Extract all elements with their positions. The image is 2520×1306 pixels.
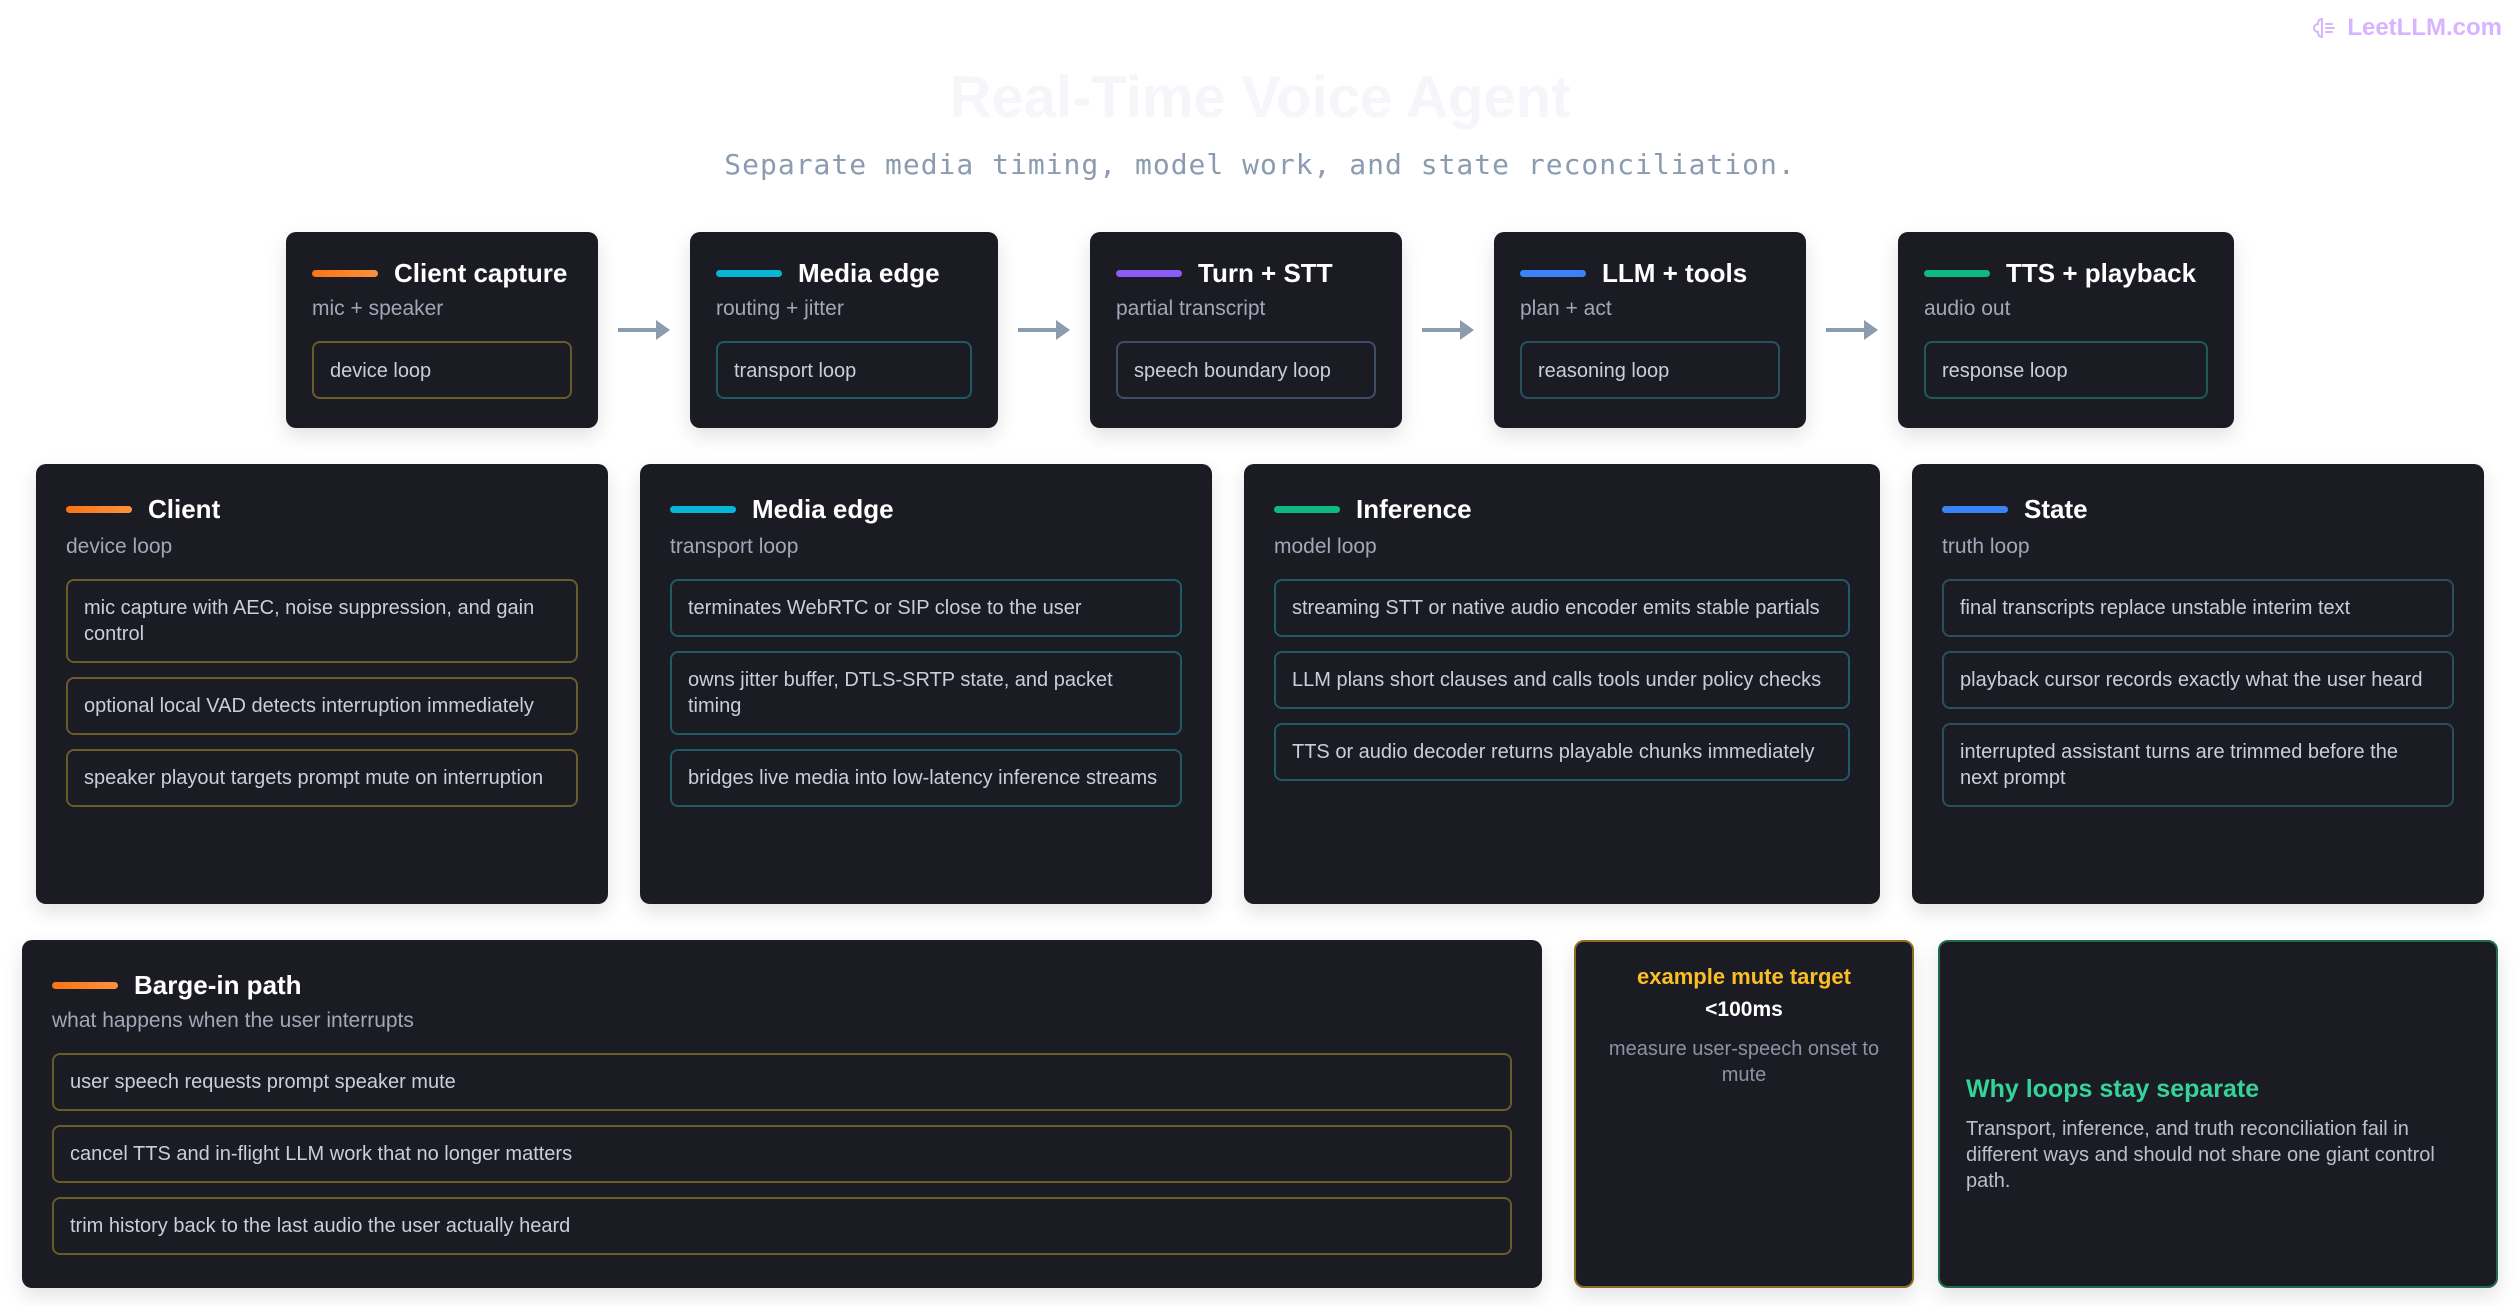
card-subtitle: device loop (66, 535, 173, 558)
loop-item: playback cursor records exactly what the… (1942, 651, 2454, 709)
loop-card-inference: Inference model loop streaming STT or na… (1244, 464, 1880, 904)
loop-item: LLM plans short clauses and calls tools … (1274, 651, 1850, 709)
loop-item: optional local VAD detects interruption … (66, 677, 578, 735)
barge-step: trim history back to the last audio the … (52, 1197, 1512, 1255)
accent-bar (312, 270, 378, 277)
accent-bar (52, 982, 118, 989)
target-label: example mute target (1637, 964, 1851, 989)
card-subtitle: mic + speaker (312, 297, 444, 320)
accent-bar (66, 506, 132, 513)
card-subtitle: audio out (1924, 297, 2011, 320)
card-title: Inference (1356, 494, 1472, 524)
loop-pill: transport loop (716, 341, 972, 399)
card-subtitle: plan + act (1520, 297, 1612, 320)
mute-target-card: example mute target <100ms measure user-… (1574, 940, 1914, 1288)
brand-text: LeetLLM.com (2347, 14, 2502, 41)
loop-pill: response loop (1924, 341, 2208, 399)
card-title: Barge-in path (134, 970, 302, 1000)
pipeline-card-turn-stt: Turn + STT partial transcript speech bou… (1090, 232, 1402, 428)
loop-item: final transcripts replace unstable inter… (1942, 579, 2454, 637)
arrow-right-icon (1018, 320, 1070, 340)
barge-step: user speech requests prompt speaker mute (52, 1053, 1512, 1111)
loop-item: bridges live media into low-latency infe… (670, 749, 1182, 807)
target-value: <100ms (1705, 998, 1783, 1021)
loop-item: interrupted assistant turns are trimmed … (1942, 723, 2454, 807)
loop-pill: device loop (312, 341, 572, 399)
pipeline-card-tts-playback: TTS + playback audio out response loop (1898, 232, 2234, 428)
loop-card-client: Client device loop mic capture with AEC,… (36, 464, 608, 904)
card-title: Media edge (752, 494, 894, 524)
loop-item: terminates WebRTC or SIP close to the us… (670, 579, 1182, 637)
barge-in-card: Barge-in path what happens when the user… (22, 940, 1542, 1288)
card-subtitle: what happens when the user interrupts (52, 1009, 414, 1032)
why-body: Transport, inference, and truth reconcil… (1966, 1117, 2435, 1192)
target-note: measure user-speech onset to mute (1608, 1038, 1880, 1086)
why-title: Why loops stay separate (1966, 1074, 2260, 1103)
why-card: Why loops stay separate Transport, infer… (1938, 940, 2498, 1288)
accent-bar (1924, 270, 1990, 277)
accent-bar (670, 506, 736, 513)
page-subtitle: Separate media timing, model work, and s… (724, 148, 1796, 181)
barge-step: cancel TTS and in-flight LLM work that n… (52, 1125, 1512, 1183)
accent-bar (716, 270, 782, 277)
loop-card-state: State truth loop final transcripts repla… (1912, 464, 2484, 904)
loop-item: owns jitter buffer, DTLS-SRTP state, and… (670, 651, 1182, 735)
loop-card-media-edge: Media edge transport loop terminates Web… (640, 464, 1212, 904)
pipeline-card-client-capture: Client capture mic + speaker device loop (286, 232, 598, 428)
loop-item: TTS or audio decoder returns playable ch… (1274, 723, 1850, 781)
loop-item: mic capture with AEC, noise suppression,… (66, 579, 578, 663)
accent-bar (1942, 506, 2008, 513)
card-title: LLM + tools (1602, 258, 1748, 288)
loop-pill: speech boundary loop (1116, 341, 1376, 399)
card-title: Client capture (394, 258, 568, 288)
card-subtitle: truth loop (1942, 535, 2030, 558)
brain-icon (2313, 18, 2336, 38)
card-title: State (2024, 494, 2088, 524)
card-title: Media edge (798, 258, 940, 288)
loop-pill: reasoning loop (1520, 341, 1780, 399)
accent-bar (1116, 270, 1182, 277)
accent-bar (1520, 270, 1586, 277)
brand-logo[interactable]: LeetLLM.com (2313, 14, 2502, 42)
card-subtitle: transport loop (670, 535, 799, 558)
card-title: TTS + playback (2006, 258, 2197, 288)
loop-item: speaker playout targets prompt mute on i… (66, 749, 578, 807)
card-title: Client (148, 494, 221, 524)
loop-item: streaming STT or native audio encoder em… (1274, 579, 1850, 637)
pipeline-card-llm-tools: LLM + tools plan + act reasoning loop (1494, 232, 1806, 428)
pipeline-card-media-edge: Media edge routing + jitter transport lo… (690, 232, 998, 428)
accent-bar (1274, 506, 1340, 513)
card-subtitle: partial transcript (1116, 297, 1266, 320)
card-subtitle: model loop (1274, 535, 1377, 558)
page-title: Real-Time Voice Agent (949, 65, 1571, 130)
arrow-right-icon (1826, 320, 1878, 340)
card-title: Turn + STT (1198, 258, 1333, 288)
arrow-right-icon (1422, 320, 1474, 340)
arrow-right-icon (618, 320, 670, 340)
card-subtitle: routing + jitter (716, 297, 844, 320)
